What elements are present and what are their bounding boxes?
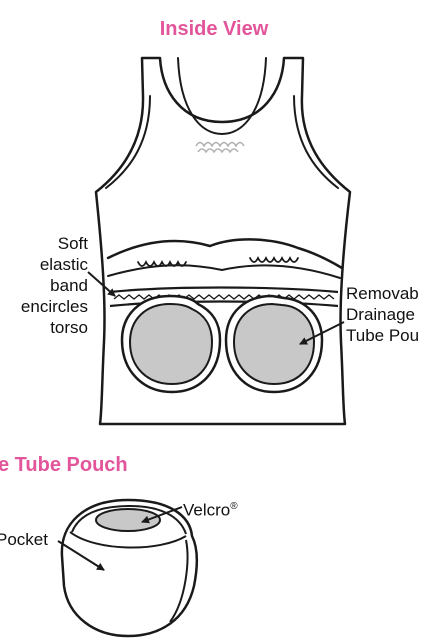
lace-trim (195, 141, 245, 154)
elastic-band (109, 286, 339, 308)
drainage-pouch-left (120, 294, 222, 394)
pouch-body-seam (169, 539, 189, 623)
drainage-pouch-right (224, 294, 324, 394)
pouch-section-title: e Tube Pouch (0, 454, 128, 476)
velcro-pointer (141, 506, 183, 524)
soft-elastic-band-label: Soft elastic band encircles torso (20, 234, 88, 337)
gathers-right (249, 255, 299, 263)
pouch-detail (60, 498, 198, 638)
armhole-right-inner (293, 95, 339, 189)
pouch-inner-rim (71, 504, 187, 535)
removable-pointer (299, 321, 345, 345)
page-title: Inside View (159, 18, 269, 40)
soft-band-pointer (87, 271, 116, 297)
pocket-pointer (57, 540, 105, 571)
gathers-left (137, 259, 187, 267)
pouch-pocket-edge (69, 531, 187, 549)
velcro-patch (95, 508, 161, 532)
registered-mark: ® (230, 501, 238, 512)
armhole-left-inner (105, 95, 151, 189)
neckline-inner (177, 57, 267, 135)
removable-pouch-label: Removab Drainage Tube Pou (346, 284, 420, 345)
pocket-label: Pocket (0, 530, 48, 549)
velcro-label: Velcro® (183, 500, 238, 520)
bust-seam (106, 238, 344, 279)
